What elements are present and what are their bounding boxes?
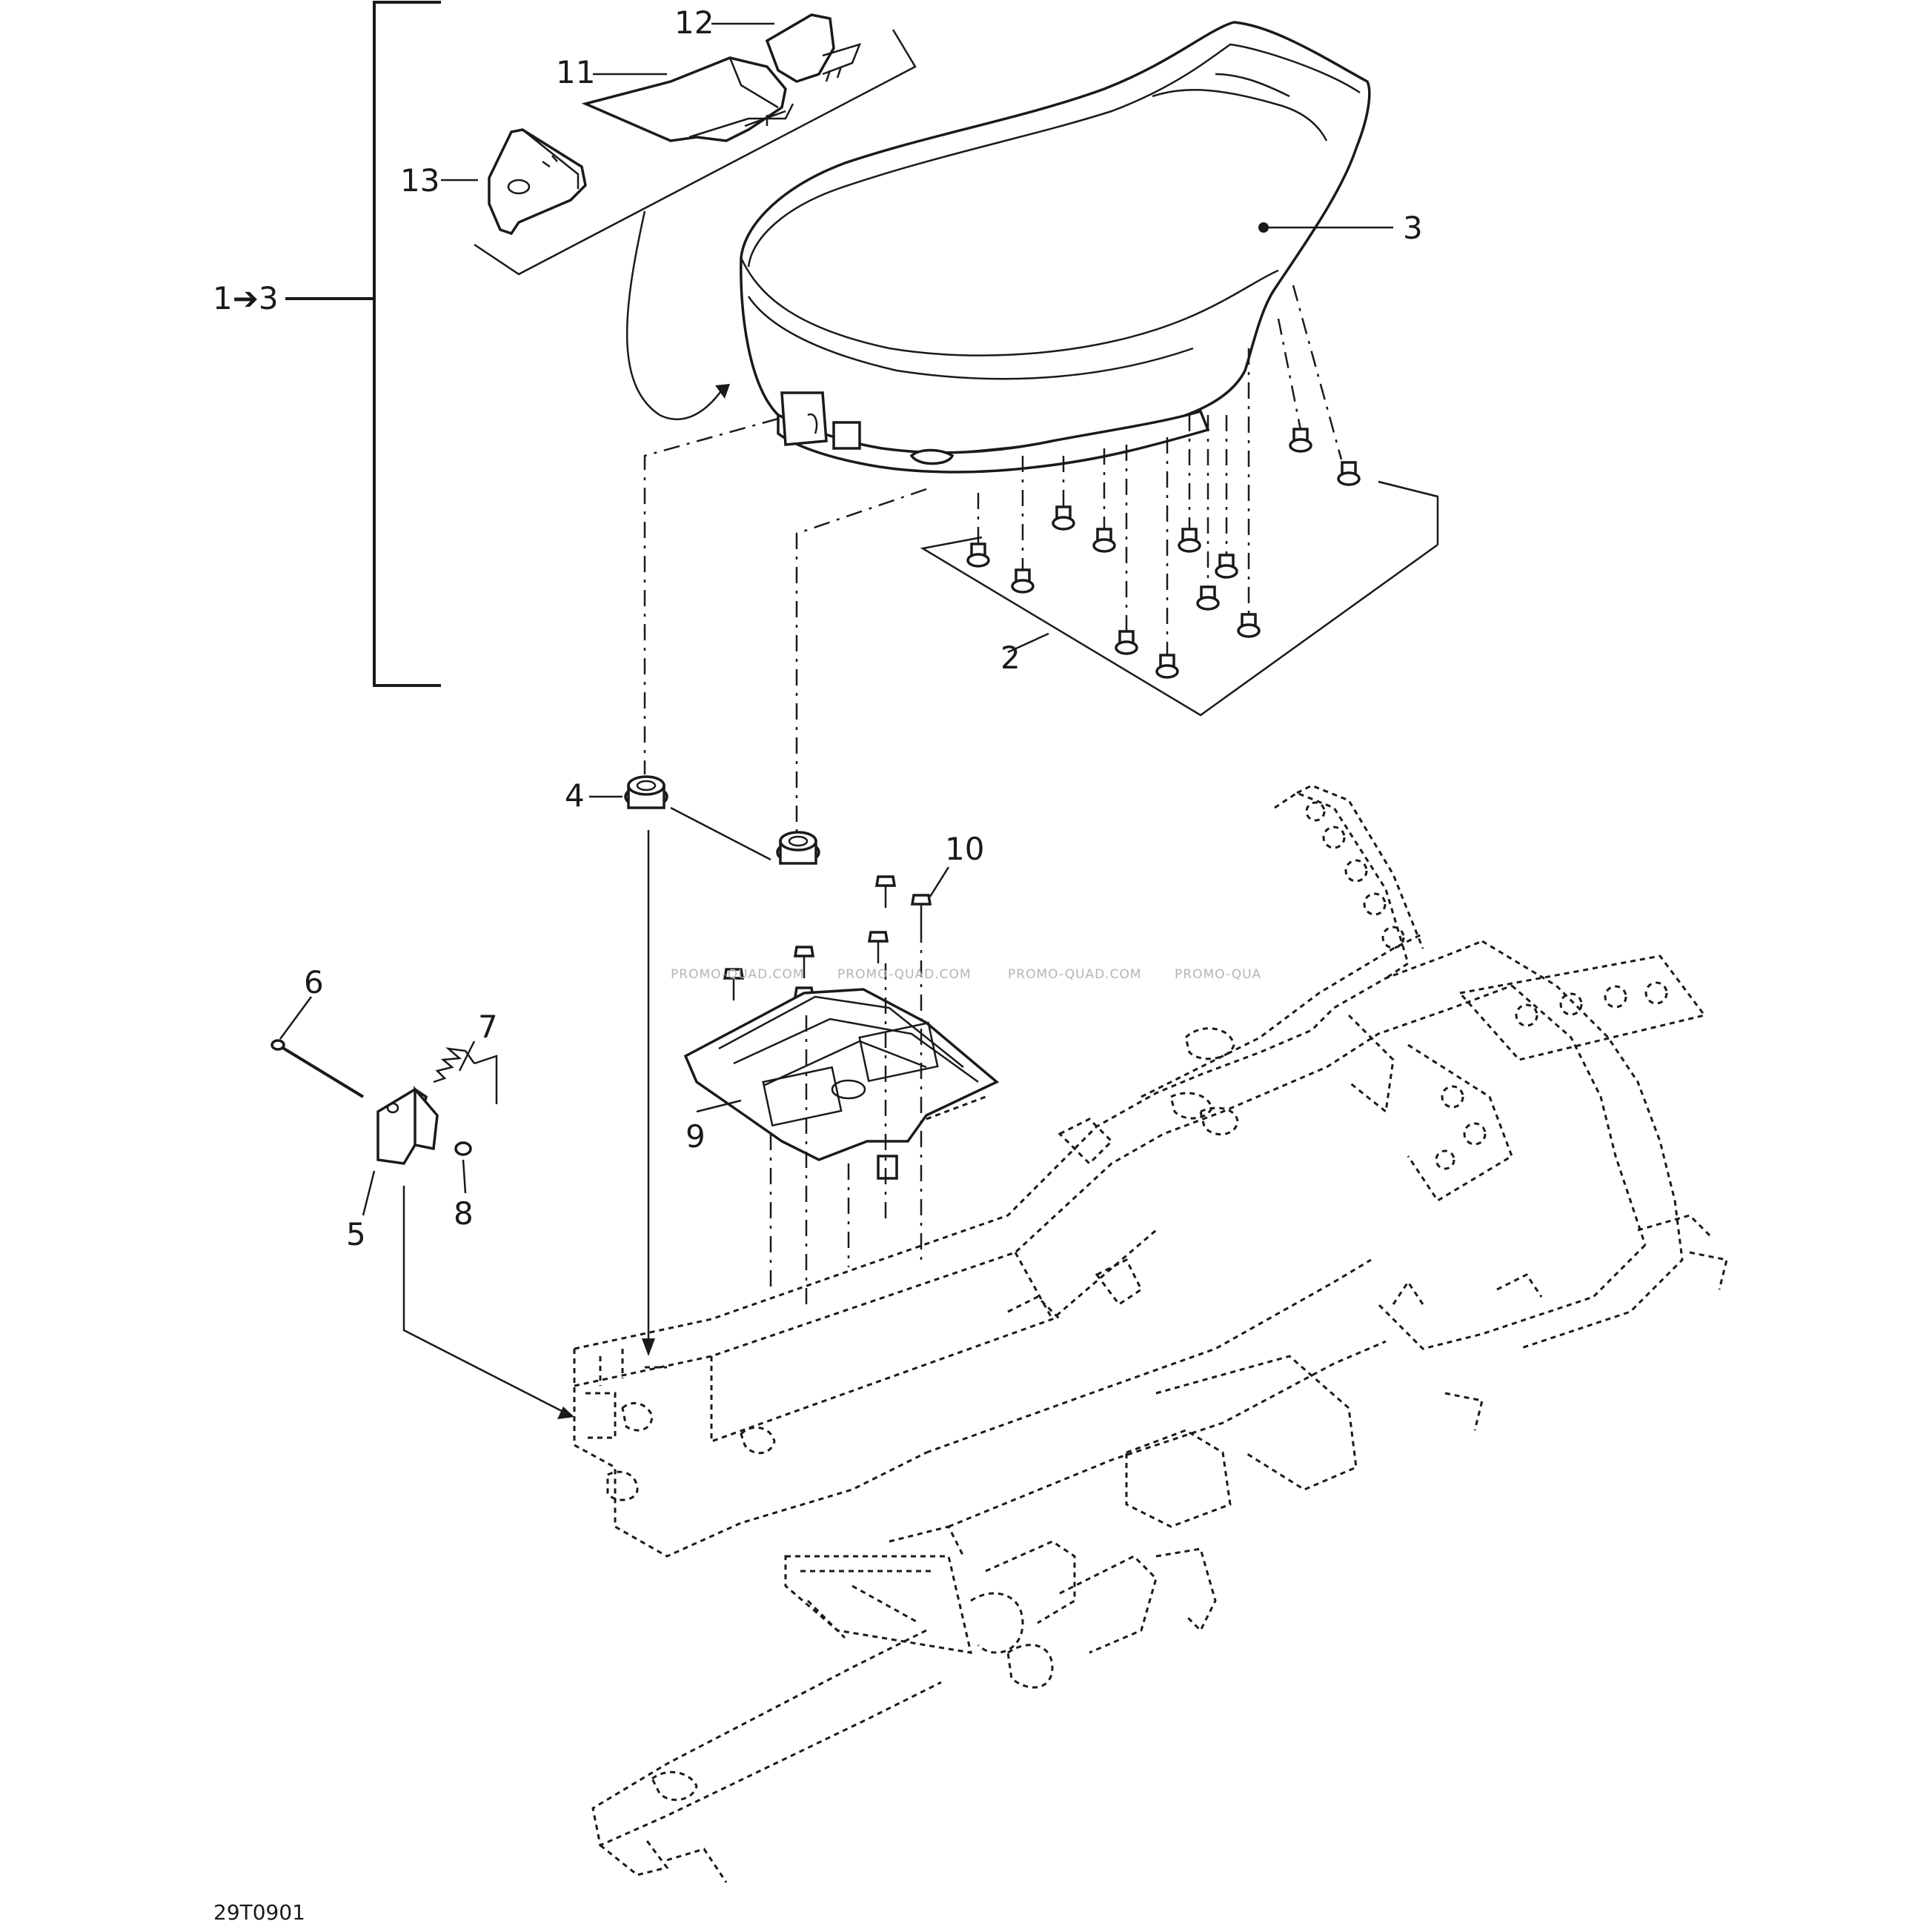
- latch-to-frame-arrow: [402, 1186, 574, 1419]
- push-nut-set: [966, 428, 1361, 679]
- grommet-to-frame-arrow: [642, 830, 655, 1356]
- part-5-latch-bracket: [362, 1086, 439, 1216]
- part-4-grommet-second: [670, 806, 820, 865]
- callout-4: 4: [565, 777, 585, 814]
- part-2-fastener-set: [920, 285, 1439, 717]
- callout-10: 10: [945, 831, 984, 867]
- callout-2: 2: [1000, 640, 1020, 676]
- part-6-pin: [270, 996, 365, 1098]
- callout-group-1-3: 1➔3: [213, 280, 279, 316]
- inset-arrow: [625, 210, 730, 421]
- part-9-seat-plate: [683, 926, 1000, 1312]
- vehicle-frame: [573, 784, 1728, 1883]
- part-12-end-cap: [765, 13, 862, 83]
- part-7-spring: [433, 1040, 498, 1104]
- diagram-code: 29T0901: [213, 1900, 305, 1925]
- part-11-cover-piece: [581, 56, 794, 142]
- callout-12: 12: [674, 4, 714, 41]
- watermark-2: PROMO-QUAD.COM: [837, 967, 972, 982]
- callout-11: 11: [556, 54, 595, 90]
- callout-13: 13: [400, 162, 439, 199]
- part-8-washer: [454, 1141, 472, 1194]
- watermark-3: PROMO-QUAD.COM: [1008, 967, 1142, 982]
- callout-5: 5: [346, 1216, 366, 1252]
- seat-cover-inset: [474, 13, 917, 276]
- callout-8: 8: [454, 1195, 474, 1232]
- watermark-4: PROMO-QUA: [1175, 967, 1261, 982]
- callout-9: 9: [686, 1118, 706, 1155]
- part-4-grommet: [624, 775, 668, 809]
- group-bracket: [285, 1, 441, 687]
- watermark-1: PROMO-QUAD.COM: [671, 967, 805, 982]
- callout-6: 6: [304, 964, 324, 1000]
- part-13-side-trim: [488, 128, 587, 236]
- part-3-seat: [740, 21, 1393, 474]
- callout-7: 7: [478, 1009, 498, 1045]
- callout-3: 3: [1403, 210, 1423, 246]
- alignment-guides: [643, 417, 927, 834]
